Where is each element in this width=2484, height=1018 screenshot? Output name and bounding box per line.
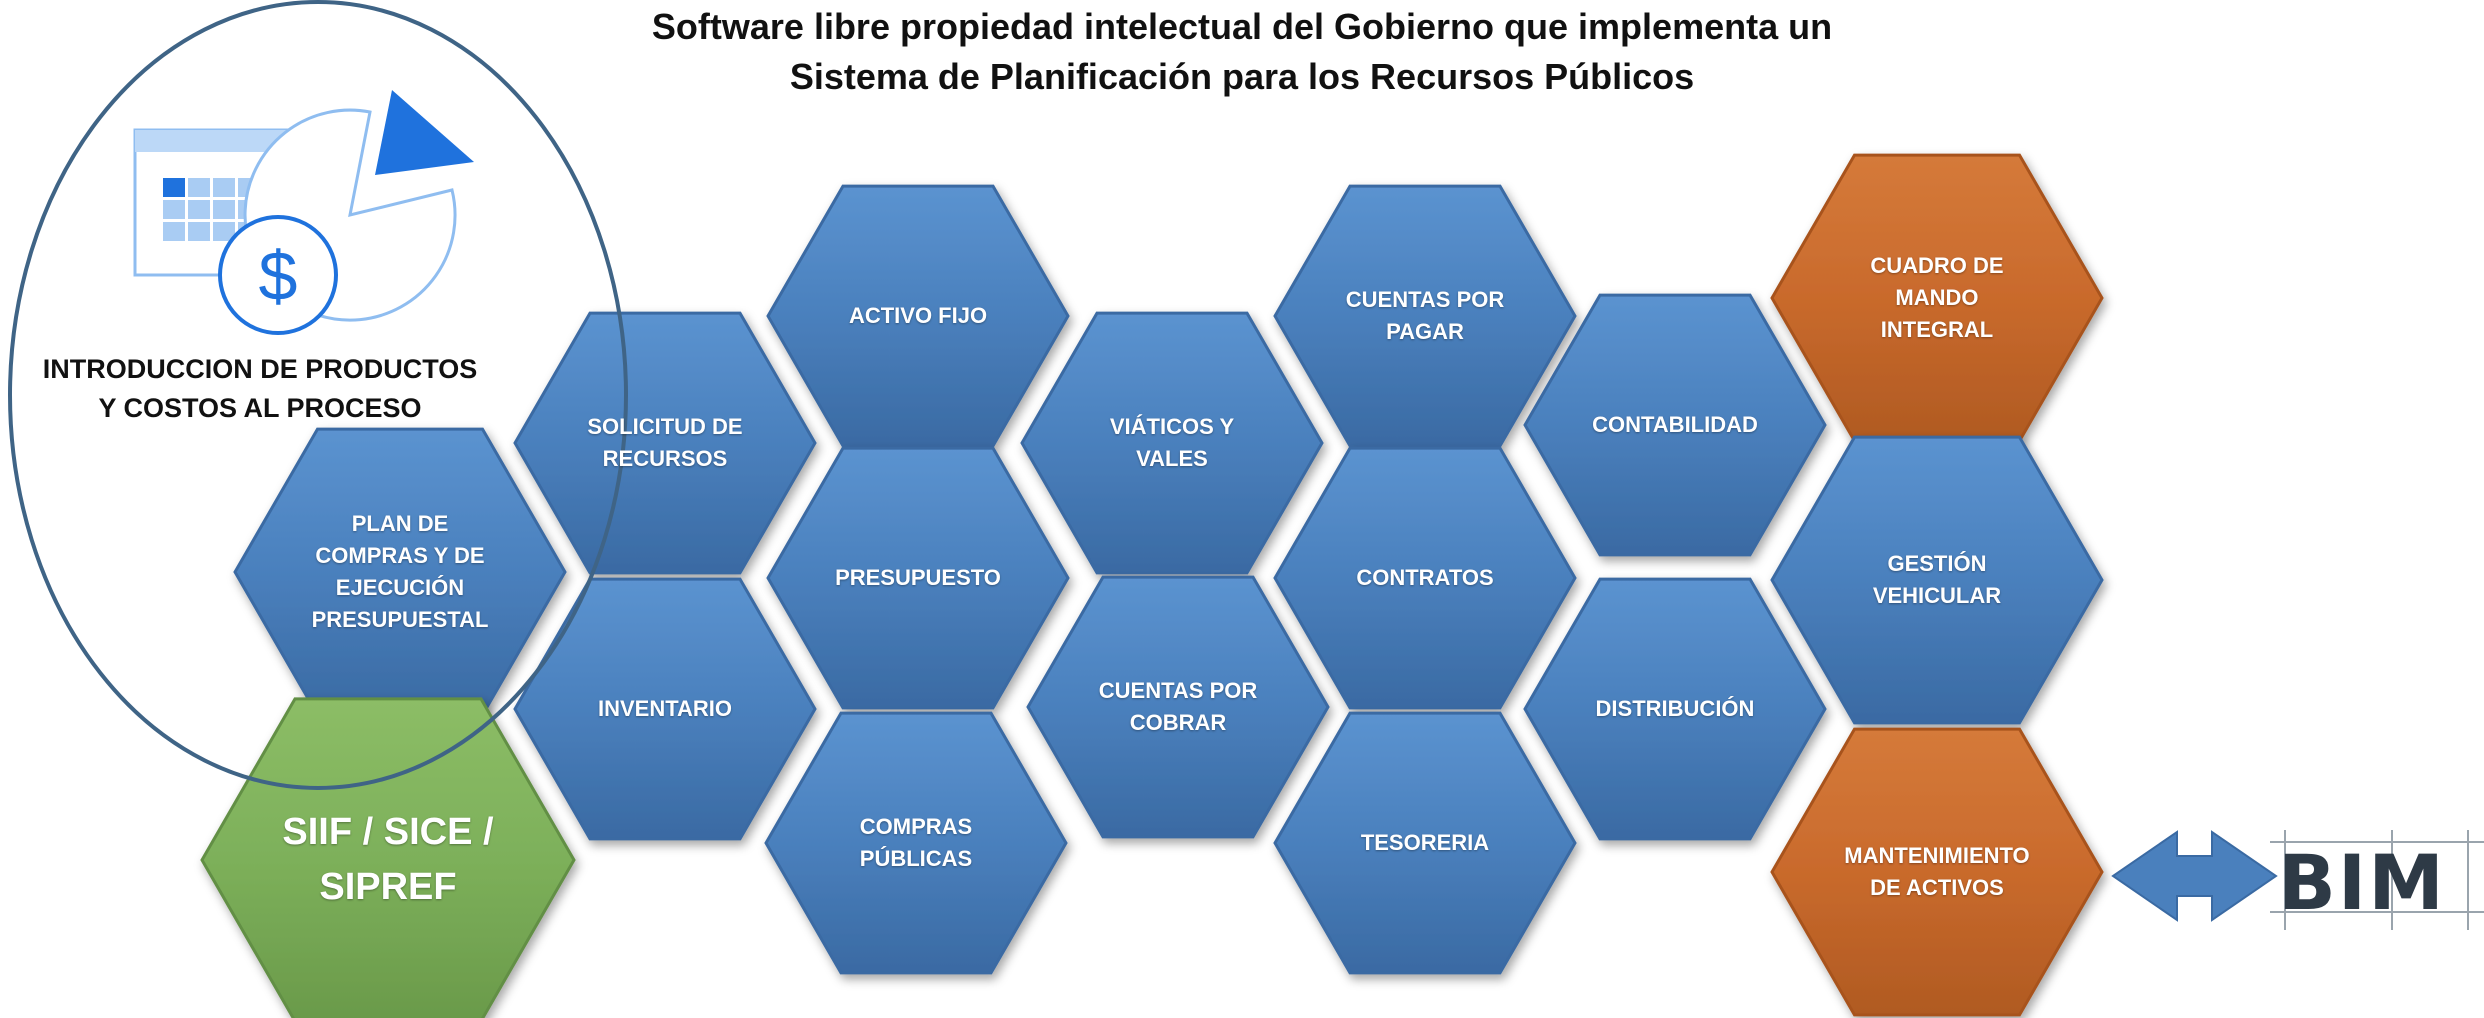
finance-chart-icon: $ <box>133 90 474 335</box>
page-title: Software libre propiedad intelectual del… <box>0 0 2484 102</box>
double-arrow-icon <box>2111 830 2278 922</box>
dollar-coin-icon <box>218 215 338 335</box>
module-hexagon-distribucion <box>1523 577 1827 841</box>
module-hexagon-viaticos-vales <box>1020 311 1324 575</box>
bim-logo-frame <box>2270 830 2484 930</box>
module-hexagon-presupuesto <box>766 446 1070 710</box>
module-hexagon-tesoreria <box>1273 711 1577 975</box>
module-hexagon-solicitud-recursos <box>513 311 817 575</box>
module-hexagon-compras-publicas <box>764 711 1068 975</box>
spreadsheet-header <box>135 130 310 152</box>
module-hexagon-siif-sice-sipref <box>200 697 576 1018</box>
module-hexagon-inventario <box>513 577 817 841</box>
module-hexagon-gestion-vehicular <box>1770 435 2104 725</box>
bim-logo: BIM <box>2278 838 2446 927</box>
module-hexagon-activo-fijo <box>766 184 1070 448</box>
intro-label: INTRODUCCION DE PRODUCTOS Y COSTOS AL PR… <box>42 354 478 423</box>
title-line-1: Software libre propiedad intelectual del… <box>651 6 1833 47</box>
module-hexagon-cuentas-por-pagar <box>1273 184 1577 448</box>
module-hexagon-plan-compras <box>233 427 567 717</box>
module-hexagon-mantenimiento-activos <box>1770 727 2104 1017</box>
dollar-symbol: $ <box>259 237 298 315</box>
intro-scope-circle <box>8 0 628 790</box>
module-hexagon-contratos <box>1273 446 1577 710</box>
pie-slice-icon <box>375 90 474 175</box>
module-hexagon-cuadro-mando-integral <box>1770 153 2104 443</box>
module-hexagon-contabilidad <box>1523 293 1827 557</box>
module-hexagon-cuentas-por-cobrar <box>1026 575 1330 839</box>
title-line-2: Sistema de Planificación para los Recurs… <box>789 56 1695 97</box>
